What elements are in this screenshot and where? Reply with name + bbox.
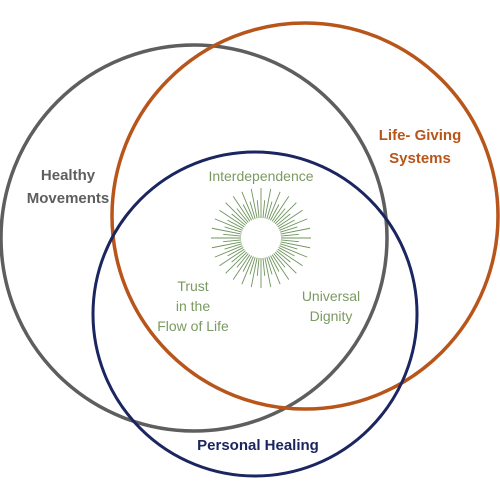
sun-ray — [231, 213, 246, 226]
sun-ray — [219, 248, 245, 267]
circle-personal-healing — [91, 150, 419, 478]
sun-ray — [242, 204, 252, 221]
sun-ray — [249, 257, 256, 275]
label-healthy-line2: Movements — [26, 190, 110, 207]
sun-ray — [276, 250, 291, 263]
sun-ray — [242, 255, 252, 272]
sun-ray — [271, 254, 290, 280]
sun-ray — [250, 188, 258, 219]
sun-ray — [276, 213, 291, 226]
sun-ray — [227, 219, 244, 229]
sun-ray — [278, 219, 295, 229]
sun-ray — [223, 239, 242, 243]
sun-ray — [214, 218, 243, 231]
sun-ray — [241, 191, 254, 220]
sun-ray — [268, 191, 281, 220]
sun-ray — [273, 208, 286, 223]
sun-ray — [280, 233, 299, 237]
sun-ray — [279, 245, 308, 258]
sun-ray — [241, 256, 254, 285]
sun-ray — [266, 257, 273, 275]
sun-ray — [270, 255, 280, 272]
sun-ray — [214, 245, 243, 258]
circle-healthy-movements — [0, 43, 389, 433]
label-trust-line2: in the — [175, 298, 211, 314]
sun-ray — [256, 200, 260, 219]
sun-ray — [280, 227, 311, 235]
sun-ray — [225, 202, 248, 225]
sun-ray — [236, 208, 249, 223]
label-universal-line1: Universal — [301, 288, 361, 304]
sun-ray — [262, 257, 266, 276]
sun-ray — [256, 257, 260, 276]
sun-ray — [279, 218, 308, 231]
sun-ray — [280, 241, 311, 249]
sun-ray — [280, 226, 298, 233]
sun-ray — [264, 188, 272, 219]
sun-ray — [277, 209, 303, 228]
sun-ray — [266, 201, 273, 219]
sun-ray — [224, 243, 242, 250]
sun-ray — [274, 202, 297, 225]
sun-burst-icon — [211, 188, 311, 288]
sun-ray — [231, 250, 246, 263]
sun-ray — [273, 253, 286, 268]
sun-ray — [236, 253, 249, 268]
sun-ray — [268, 256, 281, 285]
sun-ray — [250, 257, 258, 288]
sun-ray — [262, 200, 266, 219]
label-trust-flow-of-life: Trust in the Flow of Life — [138, 276, 248, 336]
label-interdependence: Interdependence — [208, 168, 314, 184]
sun-ray — [271, 196, 290, 222]
sun-ray — [270, 204, 280, 221]
sun-ray — [211, 241, 242, 249]
label-trust-line3: Flow of Life — [157, 318, 229, 334]
sun-ray — [224, 226, 242, 233]
sun-ray — [225, 251, 248, 274]
sun-ray — [280, 243, 298, 250]
sun-ray — [277, 248, 303, 267]
sun-ray — [249, 201, 256, 219]
sun-ray — [232, 196, 251, 222]
label-universal-line2: Dignity — [309, 308, 353, 324]
label-trust-line1: Trust — [177, 278, 209, 294]
sun-ray — [278, 247, 295, 257]
sun-ray — [274, 251, 297, 274]
label-healthy-line1: Healthy — [40, 167, 96, 184]
sun-ray — [232, 254, 251, 280]
sun-ray — [227, 247, 244, 257]
sun-ray — [219, 209, 245, 228]
sun-ray — [280, 239, 299, 243]
sun-ray — [264, 257, 272, 288]
sun-ray — [211, 227, 242, 235]
sun-ray — [223, 233, 242, 237]
label-personal-healing: Personal Healing — [197, 437, 319, 454]
label-life-giving-line2: Systems — [389, 150, 451, 167]
label-life-giving-line1: Life- Giving — [378, 127, 462, 144]
label-universal-dignity: Universal Dignity — [276, 286, 386, 326]
circle-life-giving-systems — [110, 21, 500, 411]
label-life-giving-systems: Life- Giving Systems — [352, 124, 488, 170]
label-healthy-movements: Healthy Movements — [8, 164, 128, 210]
